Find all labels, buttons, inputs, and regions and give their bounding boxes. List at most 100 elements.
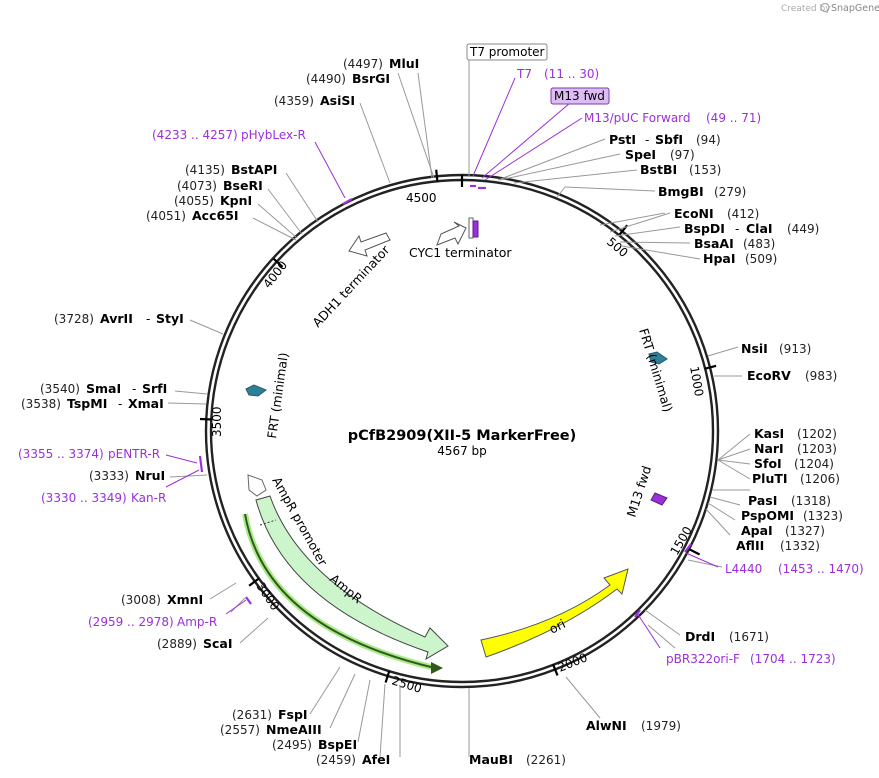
enzyme-name: SpeI bbox=[625, 147, 656, 162]
enzyme-pos: (1671) bbox=[729, 630, 769, 644]
primer-pbr322-range: (1704 .. 1723) bbox=[750, 652, 836, 666]
ampr-arrow bbox=[255, 495, 449, 661]
enzyme-pos: (3333) bbox=[89, 469, 129, 483]
tick-label: 2000 bbox=[556, 650, 590, 674]
primer-l4440: L4440 bbox=[725, 562, 762, 576]
enzyme-name: PstI bbox=[609, 132, 636, 147]
enzyme-pos: (2889) bbox=[157, 637, 197, 651]
primer-kanr-range: (3330 .. 3349) bbox=[41, 491, 127, 505]
tick-label: 1000 bbox=[687, 365, 706, 398]
enzyme-name: SbfI bbox=[655, 132, 683, 147]
enzyme-pos: (1318) bbox=[791, 494, 831, 508]
enzyme-name: XmaI bbox=[128, 396, 164, 411]
enzyme-name: KasI bbox=[754, 426, 784, 441]
plasmid-length: 4567 bp bbox=[437, 444, 487, 458]
tick-mark bbox=[199, 417, 213, 421]
primer-l4440-range: (1453 .. 1470) bbox=[778, 562, 864, 576]
svg-text:-: - bbox=[132, 382, 136, 396]
phyblex-primer-mark bbox=[342, 198, 353, 205]
enzyme-pos: (153) bbox=[689, 163, 721, 177]
enzyme-name: DrdI bbox=[685, 629, 715, 644]
tick-label: 2500 bbox=[390, 673, 423, 695]
enzyme-name: PspOMI bbox=[741, 508, 794, 523]
enzyme-pos: (3538) bbox=[21, 397, 61, 411]
adh1-terminator-label: ADH1 terminator bbox=[309, 242, 393, 330]
cyc1-terminator-label: CYC1 terminator bbox=[409, 245, 512, 260]
enzyme-name: MauBI bbox=[469, 752, 513, 767]
tick-label: 500 bbox=[604, 235, 631, 260]
t7-promoter-label: T7 promoter bbox=[469, 45, 545, 59]
m13-fwd-right-marker bbox=[650, 492, 668, 506]
ampr-orf-arrowhead bbox=[431, 662, 443, 674]
primer-pbr322: pBR322ori-F bbox=[666, 652, 740, 666]
leader-lines bbox=[167, 56, 751, 758]
primer-labels: T7 (11 .. 30) M13/pUC Forward (49 .. 71)… bbox=[18, 67, 864, 666]
enzyme-name: StyI bbox=[156, 311, 184, 326]
enzyme-pos: (4055) bbox=[174, 194, 214, 208]
enzyme-name: HpaI bbox=[703, 251, 736, 266]
enzyme-labels-left: (4497) MluI (4490) BsrGI (4359) AsiSI (4… bbox=[21, 56, 566, 767]
enzyme-pos: (4073) bbox=[177, 179, 217, 193]
ticks bbox=[199, 169, 717, 683]
enzyme-name: XmnI bbox=[167, 592, 203, 607]
enzyme-pos: (1979) bbox=[641, 719, 681, 733]
enzyme-pos: (4051) bbox=[146, 209, 186, 223]
t7-promoter-marker bbox=[468, 217, 474, 239]
primer-kanr: Kan-R bbox=[131, 491, 166, 505]
credit-prefix: Created by bbox=[781, 4, 831, 14]
enzyme-name: BmgBI bbox=[658, 184, 704, 199]
ampr-boundary bbox=[259, 519, 277, 526]
enzyme-pos: (279) bbox=[714, 185, 746, 199]
enzyme-name: EcoRV bbox=[747, 368, 791, 383]
credit-brand[interactable]: SnapGene bbox=[831, 3, 879, 14]
enzyme-name: BsaAI bbox=[694, 236, 734, 251]
enzyme-name: AflII bbox=[736, 538, 764, 553]
enzyme-pos: (4490) bbox=[306, 72, 346, 86]
enzyme-pos: (1206) bbox=[800, 472, 840, 486]
tick-mark bbox=[248, 577, 260, 587]
m13-fwd-label: M13 fwd bbox=[624, 464, 655, 519]
enzyme-name: KpnI bbox=[220, 193, 252, 208]
ori-arrow bbox=[480, 568, 629, 658]
tick-mark bbox=[551, 663, 559, 676]
enzyme-pos: (3728) bbox=[54, 312, 94, 326]
enzyme-pos: (4497) bbox=[343, 57, 383, 71]
enzyme-name: BstBI bbox=[640, 162, 677, 177]
frt-left-marker bbox=[245, 384, 267, 397]
enzyme-name: FspI bbox=[278, 707, 308, 722]
frt-left-label: FRT (minimal) bbox=[264, 351, 291, 439]
primer-t7-range: (11 .. 30) bbox=[544, 67, 599, 81]
enzyme-name: AfeI bbox=[362, 752, 390, 767]
snapgene-logo-icon bbox=[820, 2, 830, 13]
enzyme-name: ScaI bbox=[203, 636, 233, 651]
tick-mark bbox=[435, 169, 439, 182]
enzyme-name: SmaI bbox=[86, 381, 121, 396]
primer-t7: T7 bbox=[516, 67, 532, 81]
enzyme-pos: (1204) bbox=[794, 457, 834, 471]
ori-label: ori bbox=[547, 616, 568, 637]
enzyme-name: PluTI bbox=[752, 471, 788, 486]
enzyme-pos: (1332) bbox=[780, 539, 820, 553]
primer-m13-puc: M13/pUC Forward bbox=[584, 111, 691, 125]
cyc1-terminator-arrow bbox=[436, 221, 467, 246]
enzyme-pos: (483) bbox=[743, 237, 775, 251]
enzyme-pos: (1202) bbox=[797, 427, 837, 441]
tick-label: 3500 bbox=[210, 406, 224, 437]
ampr-promoter-arrow bbox=[247, 474, 267, 497]
svg-text:-: - bbox=[735, 222, 739, 236]
enzyme-name: EcoNI bbox=[674, 206, 714, 221]
primer-ampr: Amp-R bbox=[177, 615, 217, 629]
primer-leader-lines bbox=[165, 77, 719, 649]
features bbox=[242, 217, 668, 674]
svg-text:-: - bbox=[118, 397, 122, 411]
primer-pentr-range: (3355 .. 3374) bbox=[18, 447, 104, 461]
enzyme-pos: (449) bbox=[787, 222, 819, 236]
enzyme-pos: (412) bbox=[727, 207, 759, 221]
enzyme-name: Acc65I bbox=[192, 208, 239, 223]
enzyme-name: ClaI bbox=[746, 221, 773, 236]
primer-m13-puc-range: (49 .. 71) bbox=[706, 111, 761, 125]
tick-mark bbox=[272, 257, 284, 268]
primer-pentr: pENTR-R bbox=[108, 447, 160, 461]
enzyme-name: BspDI bbox=[684, 221, 725, 236]
